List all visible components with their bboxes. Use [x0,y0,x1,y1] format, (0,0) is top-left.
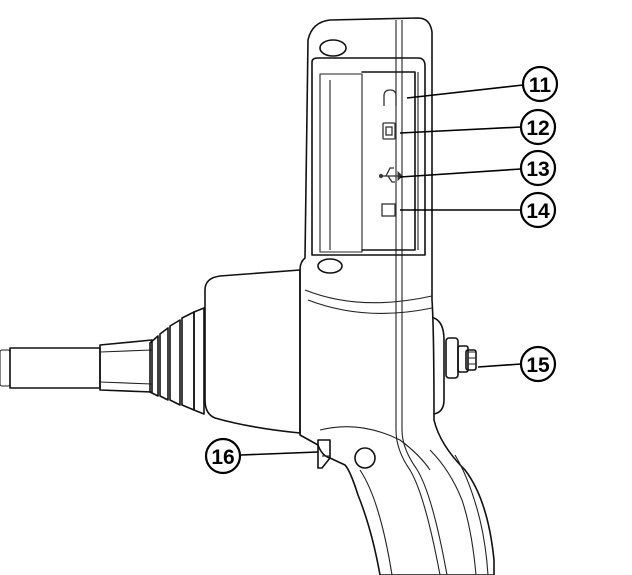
latch-screw [354,447,376,469]
leader-12 [399,126,522,134]
callout-label-13: 13 [526,158,549,181]
callout-label-14: 14 [526,200,550,223]
port-bay [361,71,416,251]
callout-label-15: 15 [526,354,550,377]
cable-collar [99,339,153,393]
cable-tip [0,349,11,387]
cable-tube [9,347,101,389]
usb-symbol-icon [379,167,403,183]
port-cover [319,73,363,253]
callout-label-16: 16 [211,446,234,469]
probe-cable [0,339,153,393]
strain-relief [149,307,205,415]
sd-card-slot-icon [381,203,396,217]
callout-15: 15 [519,345,557,383]
trigger-latch [317,439,376,469]
callout-13: 13 [519,149,557,187]
callout-16: 16 [204,437,242,475]
callout-11: 11 [521,65,559,103]
lower-button [317,258,343,274]
main-body [299,17,495,575]
port-panel [311,57,426,274]
body-seam [395,20,441,575]
leader-16 [240,451,319,456]
nose-housing [204,269,301,434]
callout-label-12: 12 [526,117,549,140]
leader-15 [477,363,522,368]
mini-usb-port-icon [382,122,396,140]
scroll-wheel [433,317,477,415]
leader-13 [399,168,522,178]
leader-11 [406,84,524,99]
callout-14: 14 [519,191,557,229]
callout-12: 12 [519,108,557,146]
top-button [319,39,347,57]
headphone-port-icon [383,89,397,106]
callout-label-11: 11 [529,74,552,97]
